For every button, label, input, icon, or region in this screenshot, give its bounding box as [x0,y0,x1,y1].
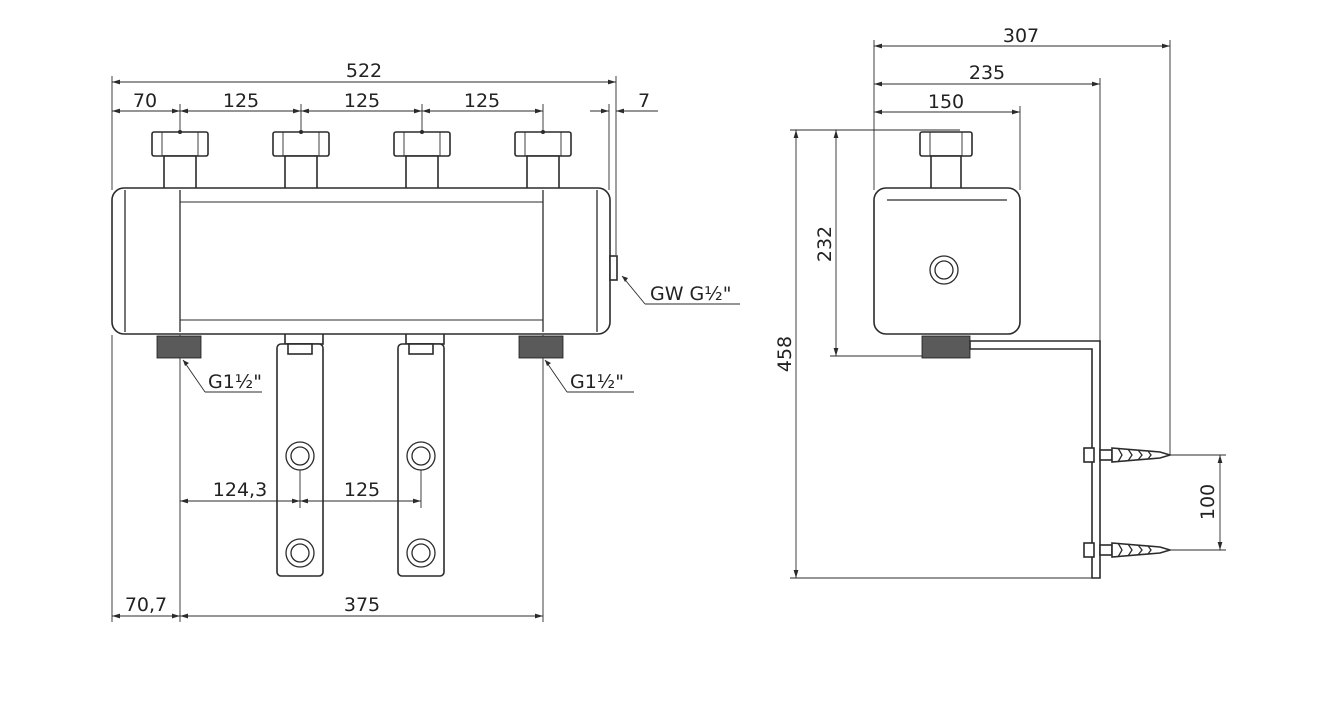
dim-overall-width: 522 [346,60,382,82]
dim-pitch-2: 125 [344,90,380,112]
dim-body-height: 232 [814,226,836,262]
top-connector [151,130,209,191]
dim-pitch-3: 125 [464,90,500,112]
bottom-thread-right [518,335,564,359]
dim-pitch-1: 125 [223,90,259,112]
dim-side-offset: 7 [638,90,650,112]
front-view: 522 70 125 125 125 7 [111,60,740,622]
label-bottom-right-thread: G1½" [570,371,624,393]
wall-anchor [1083,542,1173,558]
mounting-bracket-right [397,331,445,577]
dim-pitch-first: 70 [133,90,157,112]
top-connector [514,130,572,191]
bottom-thread-left [156,335,202,359]
wall-anchors [1083,447,1173,558]
dim-anchor-spacing: 100 [1197,484,1219,520]
dim-wall-depth: 235 [969,62,1005,84]
wall-bracket [969,340,1101,579]
side-extension-lines [790,40,1171,579]
dim-pipe-depth: 150 [928,91,964,113]
label-bottom-left-thread: G1½" [208,371,262,393]
side-body [873,187,1021,335]
dim-total-depth: 307 [1003,25,1039,47]
top-connectors [151,130,572,191]
side-bottom-thread [921,335,971,359]
wall-anchor [1083,447,1173,463]
front-extension-lines [111,76,617,622]
side-top-connector [919,131,973,191]
dim-left-offset: 70,7 [125,594,167,616]
dim-bracket-spacing-1: 124,3 [213,479,267,501]
dim-total-height: 458 [774,336,796,372]
top-connector [272,130,330,191]
dim-outlet-span: 375 [344,594,380,616]
label-side-port: GW G½" [650,283,731,305]
side-view: 307 235 150 458 232 [774,25,1226,579]
top-connector [393,130,451,191]
mounting-brackets [276,331,445,577]
mounting-bracket-left [276,331,324,577]
side-port-circle [929,255,959,285]
manifold-body [111,187,611,335]
dim-bracket-spacing-2: 125 [344,479,380,501]
side-port [609,255,618,281]
